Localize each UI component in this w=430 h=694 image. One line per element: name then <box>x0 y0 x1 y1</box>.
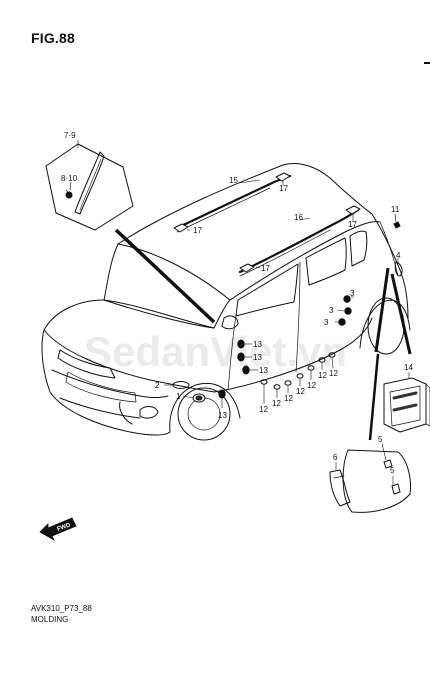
clip-17-a <box>275 172 291 182</box>
callout-14: 14 <box>404 363 413 372</box>
roof-molding-16 <box>238 208 360 274</box>
callout-7-9: 7·9 <box>64 131 76 140</box>
fuel-leader <box>368 353 380 441</box>
clip-17-d <box>345 205 361 215</box>
callout-12-c: 12 <box>284 394 293 403</box>
grommet-13-b <box>237 352 245 362</box>
fog-lamp <box>139 406 159 419</box>
callout-12-g: 12 <box>329 369 338 378</box>
callout-8-10: 8·10 <box>61 174 78 183</box>
clip-12-f <box>318 357 326 363</box>
callout-16: 16 <box>294 213 303 222</box>
callout-17-a: 17 <box>279 184 288 193</box>
callout-12-b: 12 <box>272 399 281 408</box>
clip-part-3-c <box>338 318 346 326</box>
callout-2: 2 <box>155 381 160 390</box>
rear-leader-b <box>390 273 412 355</box>
grille <box>65 371 137 403</box>
callout-13-d: 13 <box>218 411 227 420</box>
callout-17-c: 17 <box>261 264 270 273</box>
front-bumper <box>41 329 171 436</box>
callout-17-d: 17 <box>348 220 357 229</box>
callout-13-b: 13 <box>253 353 262 362</box>
windshield <box>103 243 231 329</box>
rear-leader-a <box>374 267 390 353</box>
front-wheel-arch <box>169 382 241 433</box>
front-door-window <box>235 263 299 317</box>
rear-door-window <box>305 237 347 286</box>
grommet-13-a <box>237 339 245 349</box>
callout-17-b: 17 <box>193 226 202 235</box>
figure-title: FIG.88 <box>31 30 75 46</box>
window-molding-part <box>74 151 105 215</box>
figure-name: MOLDING <box>31 615 69 624</box>
clip-12-c <box>284 380 292 386</box>
rear-pillar <box>371 213 409 319</box>
callout-5-b: 5 <box>390 466 395 475</box>
inset-hexagon <box>45 143 134 231</box>
inset-leader <box>114 228 216 324</box>
clip-17-b <box>173 223 189 233</box>
clip-12-d <box>296 373 304 379</box>
window-molding-inner <box>79 158 102 211</box>
figure-code: AVK310_P73_88 <box>31 604 92 613</box>
clip-part-8-10 <box>65 191 73 199</box>
clip-12-g <box>328 352 336 358</box>
clip-part-3-a <box>343 295 351 303</box>
callout-1: 1 <box>176 392 181 401</box>
clip-12-a <box>260 379 268 385</box>
clip-12-e <box>307 365 315 371</box>
side-beltline <box>229 221 381 301</box>
callout-3-b: 3 <box>329 306 334 315</box>
fuel-lid-panel <box>342 449 411 513</box>
car-roof <box>117 163 373 245</box>
callout-12-d: 12 <box>296 387 305 396</box>
callout-3-c: 3 <box>324 318 329 327</box>
fwd-arrow-icon: FWD <box>39 517 77 542</box>
side-mirror <box>221 315 239 330</box>
callout-13-c: 13 <box>259 366 268 375</box>
fuel-lid-part-6 <box>329 469 351 507</box>
front-wheel <box>177 387 231 441</box>
callout-11: 11 <box>391 205 400 214</box>
headlight <box>57 349 116 379</box>
callout-12-a: 12 <box>259 405 268 414</box>
corner-dash <box>424 62 430 64</box>
clip-part-3-b <box>344 307 352 315</box>
quarter-window <box>349 230 368 267</box>
grommet-13-d <box>218 389 226 399</box>
clip-12-b <box>273 384 281 390</box>
callout-15: 15 <box>229 176 238 185</box>
clip-part-11 <box>393 221 401 229</box>
callout-5-a: 5 <box>378 435 383 444</box>
callout-4: 4 <box>396 251 401 260</box>
callout-12-e: 12 <box>307 381 316 390</box>
hood <box>43 299 216 393</box>
callout-12-f: 12 <box>318 371 327 380</box>
callout-13-a: 13 <box>253 340 262 349</box>
fwd-label: FWD <box>56 522 72 533</box>
grommet-13-c <box>242 365 250 375</box>
clip-17-c <box>239 263 255 273</box>
callout-3-a: 3 <box>350 289 355 298</box>
callout-6: 6 <box>333 453 338 462</box>
